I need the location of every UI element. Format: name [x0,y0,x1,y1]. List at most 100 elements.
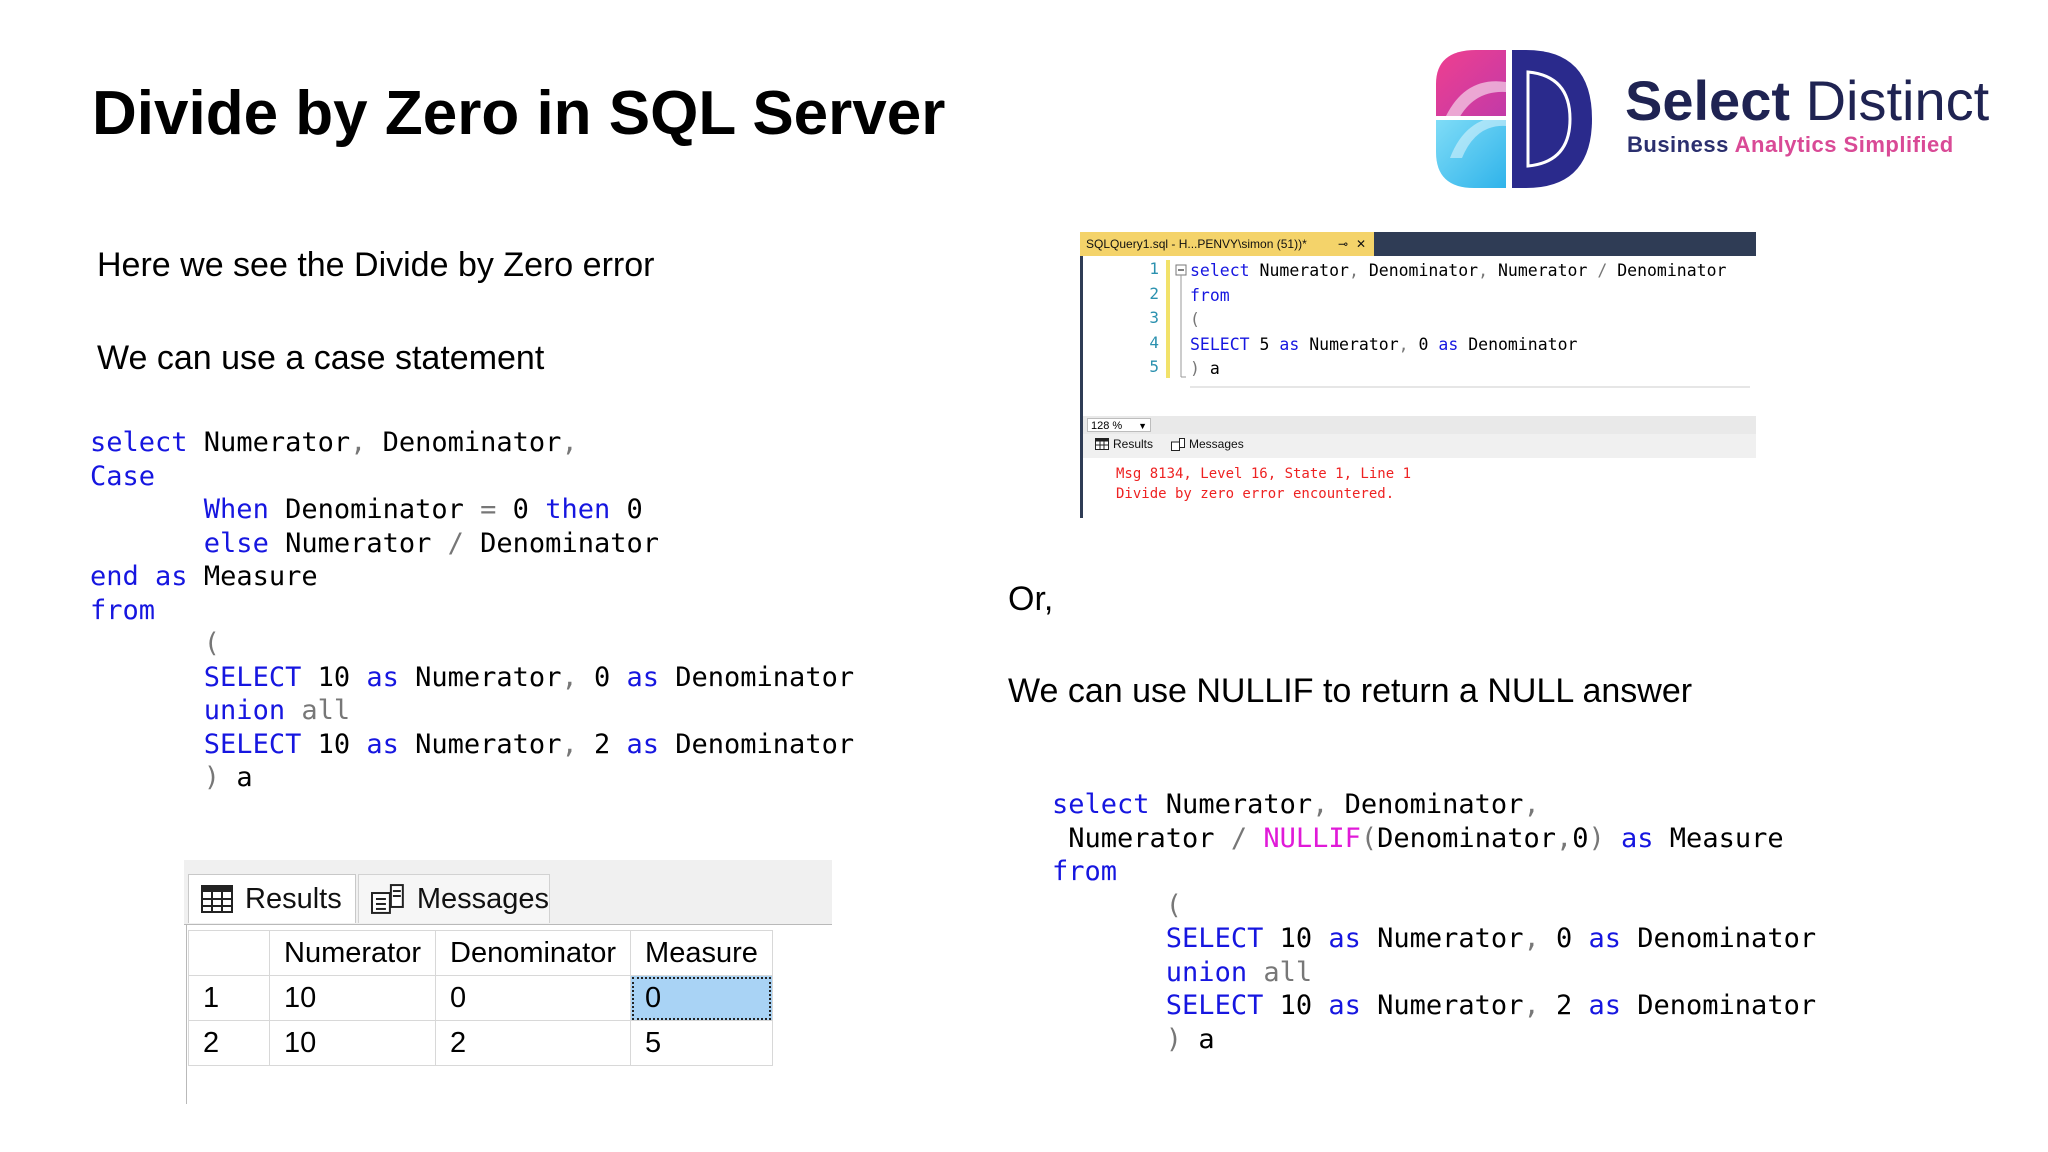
code-token: Numerator [187,427,351,458]
code-token: Numerator [1052,822,1231,854]
code-token: Denominator [1621,923,1817,954]
editor-separator [1190,386,1750,388]
table-cell[interactable]: 5 [630,1020,773,1066]
code-token [90,494,204,525]
line-number: 4 [1149,332,1159,352]
code-token: Numerator [398,661,562,693]
code-token: as [1279,334,1300,354]
ssms-messages-tab[interactable]: Messages [1171,437,1244,451]
code-token: SELECT [1165,923,1264,954]
code-token: union [1165,956,1248,988]
code-token [1605,823,1621,854]
ssms-document-tab[interactable]: SQLQuery1.sql - H...PENVY\simon (51))* ⊸… [1080,232,1374,256]
code-token: Denominator [659,661,855,693]
line-number: 3 [1149,308,1159,327]
code-token: , [561,427,578,458]
code-token: ( [1360,822,1378,854]
code-token: = [480,494,497,525]
column-header[interactable]: Measure [630,930,773,976]
row-number[interactable]: 2 [188,1020,270,1066]
results-tab[interactable]: Results [188,874,356,923]
code-token: , [1523,990,1540,1021]
code-token: Denominator [1621,990,1817,1021]
grid-border [186,924,187,1104]
code-token: 0 [1539,923,1589,954]
code-token: as [1328,923,1361,954]
zoom-bar: 128 % ▼ [1083,416,1756,434]
code-token [1247,957,1263,988]
code-line: union all [1052,956,1816,990]
table-cell[interactable]: 10 [269,975,436,1021]
code-line: Case [90,460,854,494]
results-table: Numerator Denominator Measure 1 10 0 0 2… [188,930,773,1066]
code-token: as [1588,923,1622,954]
line-number: 2 [1149,283,1159,303]
code-token: Numerator [1360,990,1524,1021]
selected-table-cell[interactable]: 0 [630,975,773,1021]
code-token: , [350,427,367,458]
line-number: 1 [1149,259,1159,278]
code-token [1052,1024,1166,1055]
close-icon[interactable]: ✕ [1355,237,1366,251]
zoom-select[interactable]: 128 % ▼ [1087,418,1151,432]
code-token: 0 [1408,334,1439,354]
ssms-results-tab-strip: Results Messages [1083,434,1756,458]
code-token: Measure [1653,822,1784,854]
code-token: 2 [577,728,627,760]
code-line: ) a [1190,357,1726,382]
column-header[interactable]: Denominator [434,930,632,976]
column-header[interactable]: Numerator [269,930,436,976]
code-token: Numerator [1249,261,1349,280]
code-token: from [1052,856,1118,887]
code-token: 10 [1263,990,1329,1021]
table-row: 1 10 0 0 [188,975,773,1021]
code-token [90,729,204,760]
code-token: select [1190,261,1250,280]
table-cell[interactable]: 0 [434,975,632,1021]
code-token [1052,990,1166,1021]
code-token: Denominator [1607,261,1727,280]
code-token: a [1182,1023,1215,1055]
ssms-document-tab-title: SQLQuery1.sql - H...PENVY\simon (51))* [1086,237,1307,251]
results-tab-label: Results [245,882,342,915]
table-cell[interactable]: 10 [269,1020,436,1066]
code-token: , [1555,822,1573,854]
code-line: SELECT 10 as Numerator, 2 as Denominator [1052,989,1816,1023]
code-token: Numerator [398,728,562,760]
pin-icon[interactable]: ⊸ [1337,237,1348,251]
code-token: as [626,661,660,693]
code-line: union all [90,694,854,728]
code-token: Numerator [1149,789,1313,820]
row-number[interactable]: 1 [188,975,270,1021]
code-token: 10 [301,661,367,693]
code-token: SELECT [1165,990,1264,1021]
ssms-query-editor[interactable]: 1 2 3 4 5 select Numerator, Denominator,… [1083,256,1756,406]
table-cell[interactable]: 2 [434,1020,632,1066]
messages-tab[interactable]: Messages [358,874,550,923]
code-token: from [1190,285,1230,305]
code-token: else [203,527,269,559]
code-line: end as Measure [90,560,854,594]
code-token: as [366,728,399,760]
chevron-down-icon: ▼ [1138,421,1147,431]
code-token: / [1597,261,1608,280]
code-token: 0 [610,494,643,525]
ssms-left-border [1080,256,1083,518]
ssms-results-tab[interactable]: Results [1095,437,1153,451]
ssms-query-code: select Numerator, Denominator, Numerator… [1190,259,1726,382]
code-token: 0 [496,494,546,525]
code-token: Denominator [268,494,481,525]
code-token: Numerator [1360,923,1524,954]
brand-tagline-part1: Business [1627,132,1729,157]
page-title: Divide by Zero in SQL Server [92,79,946,148]
code-line: select Numerator, Denominator, [90,426,854,460]
line-number-gutter: 1 2 3 4 5 [1083,256,1161,406]
collapse-outline-icon[interactable] [1175,264,1187,380]
messages-icon [1171,437,1185,451]
code-token [90,528,204,559]
code-line: else Numerator / Denominator [90,527,854,561]
error-message: Msg 8134, Level 16, State 1, Line 1 Divi… [1116,464,1411,504]
or-text: Or, [1008,580,1054,618]
code-token: 10 [301,728,367,760]
code-token: as [1328,990,1361,1021]
